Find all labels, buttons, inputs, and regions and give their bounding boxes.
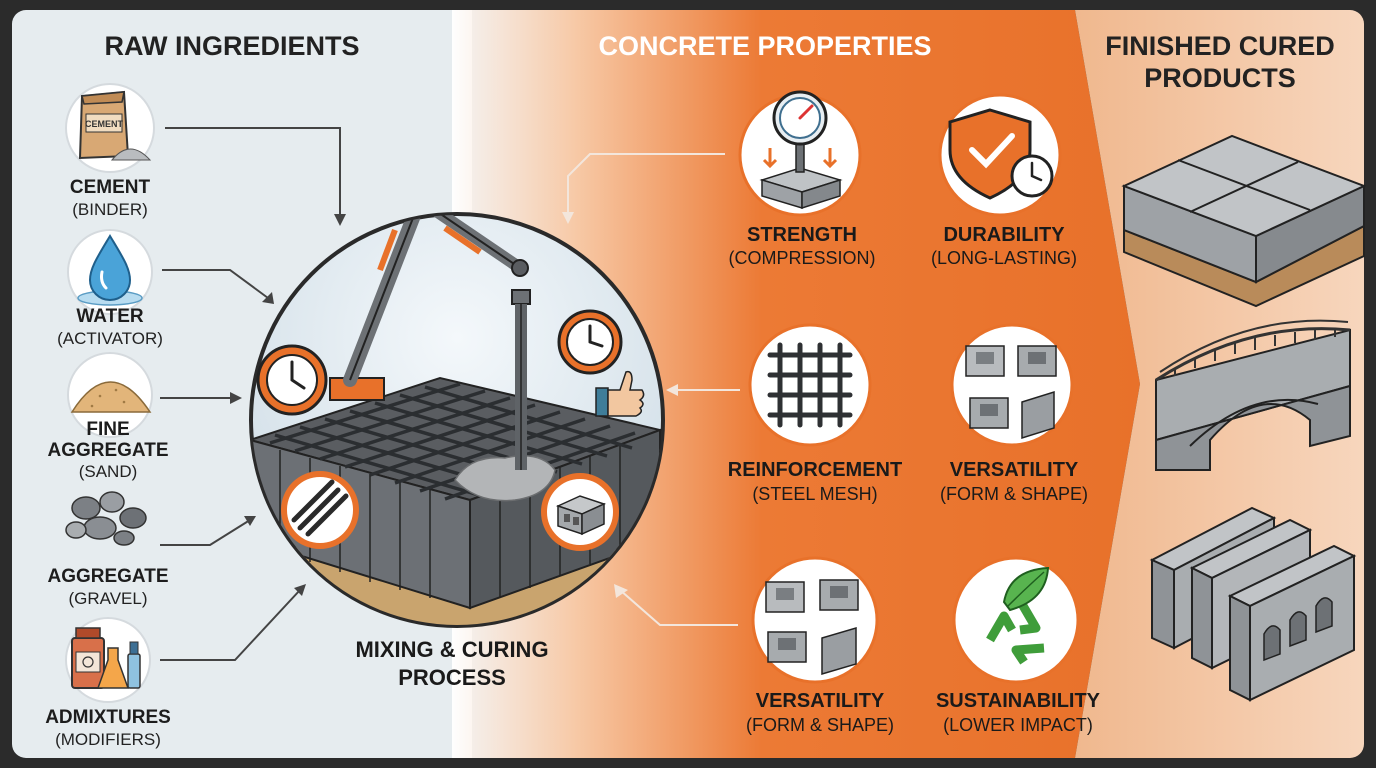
blocks-icon	[765, 579, 859, 676]
ingredient-cement-role: (BINDER)	[72, 200, 148, 219]
pressure-gauge-icon	[759, 90, 843, 210]
property-sustainability-desc: (LOWER IMPACT)	[943, 715, 1093, 735]
property-arrows	[562, 153, 740, 626]
rebar-badge-icon	[281, 471, 359, 549]
paving-slab-icon	[1121, 134, 1367, 308]
steel-mesh-icon	[767, 342, 853, 428]
thumbs-up-icon	[595, 370, 645, 417]
curing-time-clock-icon	[256, 344, 328, 416]
concrete-block-badge-icon	[541, 473, 619, 551]
shield-clock-icon	[948, 108, 1054, 200]
ingredient-gravel-role: (GRAVEL)	[68, 589, 147, 608]
ingredient-gravel	[65, 491, 147, 546]
ingredient-water-name: WATER	[76, 306, 143, 327]
blocks-icon	[965, 345, 1057, 440]
ingredient-fine-aggregate-name-1: FINE	[86, 419, 129, 440]
property-sustainability	[952, 556, 1080, 684]
property-versatility-1	[950, 323, 1074, 447]
property-versatility-1-desc: (FORM & SHAPE)	[940, 484, 1088, 504]
chemical-bottles-icon	[71, 627, 141, 689]
process-label-2: PROCESS	[398, 665, 506, 690]
ingredient-water	[67, 229, 153, 315]
concrete-properties-heading: CONCRETE PROPERTIES	[598, 31, 931, 61]
finished-products-heading-2: PRODUCTS	[1144, 63, 1296, 93]
ingredient-fine-aggregate-role: (SAND)	[79, 462, 138, 481]
finished-products-heading-1: FINISHED CURED	[1105, 31, 1335, 61]
property-strength	[738, 90, 862, 217]
gravel-icon	[65, 491, 147, 546]
ingredient-cement: CEMENT	[65, 83, 155, 173]
ingredient-gravel-name: AGGREGATE	[47, 566, 168, 587]
property-strength-desc: (COMPRESSION)	[728, 248, 875, 268]
concrete-pump-boom	[329, 215, 531, 470]
property-durability-desc: (LONG-LASTING)	[931, 248, 1077, 268]
property-durability	[938, 93, 1062, 217]
property-versatility-1-name: VERSATILITY	[950, 459, 1079, 481]
raw-ingredients-heading: RAW INGREDIENTS	[104, 31, 359, 61]
property-strength-name: STRENGTH	[747, 224, 857, 246]
ingredient-water-role: (ACTIVATOR)	[57, 329, 163, 348]
property-versatility-2-name: VERSATILITY	[756, 690, 885, 712]
arch-bridge-icon	[1155, 319, 1351, 471]
svg-text:CEMENT: CEMENT	[85, 119, 124, 129]
precast-walls-icon	[1149, 506, 1357, 702]
property-reinforcement	[748, 323, 872, 447]
recycle-leaf-icon	[986, 566, 1050, 665]
ingredient-admixtures-role: (MODIFIERS)	[55, 730, 161, 749]
ingredient-fine-aggregate-name-2: AGGREGATE	[47, 440, 168, 461]
ingredient-arrows	[160, 127, 346, 661]
cement-bag-icon: CEMENT	[78, 90, 152, 161]
property-sustainability-name: SUSTAINABILITY	[936, 690, 1101, 712]
ingredient-admixtures-name: ADMIXTURES	[45, 707, 171, 728]
ingredient-admixtures	[65, 617, 151, 703]
water-drop-icon	[77, 234, 143, 306]
timer-clock-icon	[557, 309, 623, 375]
property-durability-name: DURABILITY	[943, 224, 1065, 246]
property-versatility-2	[751, 556, 879, 684]
property-reinforcement-name: REINFORCEMENT	[728, 459, 902, 481]
property-reinforcement-desc: (STEEL MESH)	[752, 484, 877, 504]
process-label-1: MIXING & CURING	[355, 637, 548, 662]
ingredient-fine-aggregate	[67, 352, 153, 438]
sand-pile-icon	[70, 381, 152, 413]
ingredient-cement-name: CEMENT	[70, 177, 151, 198]
property-versatility-2-desc: (FORM & SHAPE)	[746, 715, 894, 735]
